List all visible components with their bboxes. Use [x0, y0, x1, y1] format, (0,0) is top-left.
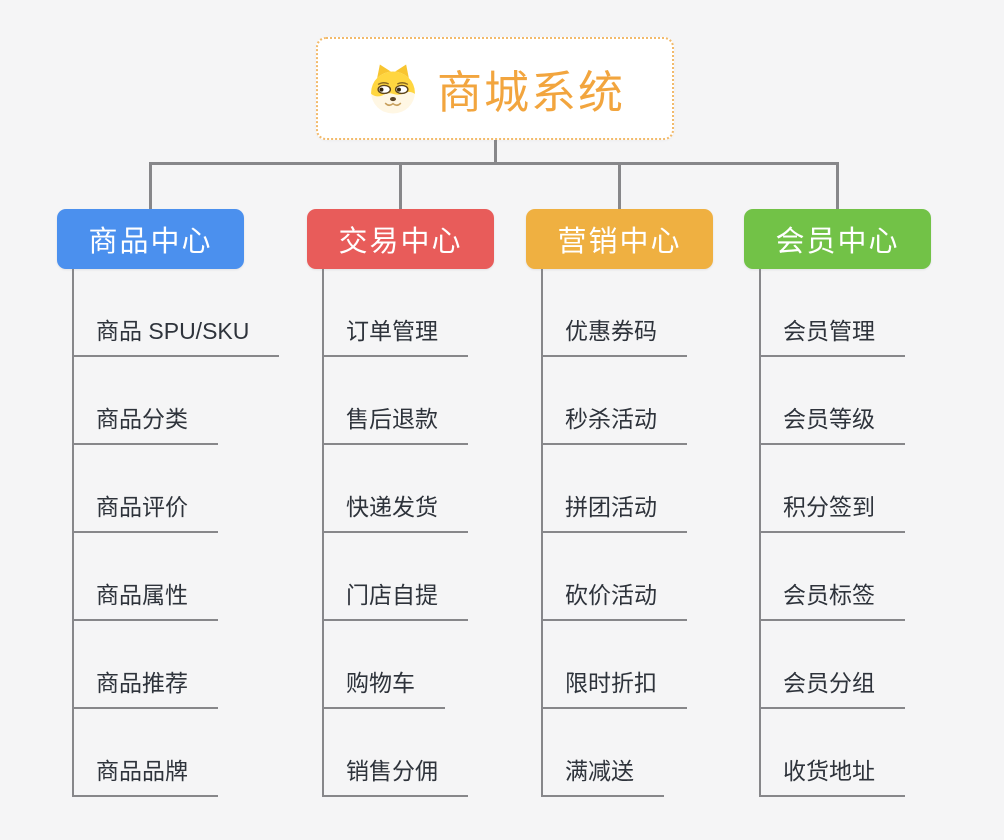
subtopic-label[interactable]: 满减送 — [543, 752, 664, 797]
branch-member-center: 会员中心 会员管理 会员等级 积分签到 会员标签 会员分组 收货地址 — [744, 209, 931, 797]
connector-drop-product — [149, 162, 152, 210]
root-topic-title: 商城系统 — [436, 67, 625, 118]
branch-topic-member-center[interactable]: 会员中心 — [744, 209, 931, 269]
list-item: 订单管理 — [324, 269, 494, 357]
connector-drop-member — [836, 162, 839, 210]
list-item: 门店自提 — [324, 533, 494, 621]
branch-label: 营销中心 — [557, 226, 682, 258]
branch-product-center: 商品中心 商品 SPU/SKU 商品分类 商品评价 商品属性 商品推荐 商品品牌 — [57, 209, 280, 797]
list-item: 秒杀活动 — [543, 357, 713, 445]
subtopic-label[interactable]: 秒杀活动 — [543, 400, 687, 445]
subtopic-label[interactable]: 订单管理 — [324, 312, 468, 357]
branch-label: 会员中心 — [775, 226, 900, 258]
connector-rail — [149, 162, 839, 165]
list-item: 会员标签 — [761, 533, 931, 621]
branch-item-list: 商品 SPU/SKU 商品分类 商品评价 商品属性 商品推荐 商品品牌 — [72, 269, 280, 797]
list-item: 商品属性 — [74, 533, 244, 621]
subtopic-label[interactable]: 商品评价 — [74, 488, 218, 533]
list-item: 会员分组 — [761, 621, 931, 709]
list-item: 商品评价 — [74, 445, 244, 533]
subtopic-label[interactable]: 砍价活动 — [543, 576, 687, 621]
branch-marketing-center: 营销中心 优惠券码 秒杀活动 拼团活动 砍价活动 限时折扣 满减送 — [526, 209, 713, 797]
subtopic-label[interactable]: 会员分组 — [761, 664, 905, 709]
root-topic[interactable]: 商城系统 — [316, 37, 674, 140]
list-item: 收货地址 — [761, 709, 931, 797]
subtopic-label[interactable]: 快递发货 — [324, 488, 468, 533]
list-item: 满减送 — [543, 709, 713, 797]
list-item: 商品分类 — [74, 357, 244, 445]
subtopic-label[interactable]: 商品推荐 — [74, 664, 218, 709]
subtopic-label[interactable]: 商品分类 — [74, 400, 218, 445]
subtopic-label[interactable]: 门店自提 — [324, 576, 468, 621]
subtopic-label[interactable]: 商品 SPU/SKU — [74, 312, 280, 357]
list-item: 商品 SPU/SKU — [74, 269, 280, 357]
branch-item-list: 订单管理 售后退款 快递发货 门店自提 购物车 销售分佣 — [322, 269, 494, 797]
subtopic-label[interactable]: 拼团活动 — [543, 488, 687, 533]
branch-label: 交易中心 — [338, 226, 463, 258]
list-item: 积分签到 — [761, 445, 931, 533]
branch-item-list: 优惠券码 秒杀活动 拼团活动 砍价活动 限时折扣 满减送 — [541, 269, 713, 797]
list-item: 砍价活动 — [543, 533, 713, 621]
connector-drop-trade — [399, 162, 402, 210]
connector-root-stem — [494, 140, 497, 165]
subtopic-label[interactable]: 会员标签 — [761, 576, 905, 621]
subtopic-label[interactable]: 购物车 — [324, 664, 445, 709]
list-item: 限时折扣 — [543, 621, 713, 709]
connector-drop-marketing — [618, 162, 621, 210]
list-item: 购物车 — [324, 621, 494, 709]
list-item: 售后退款 — [324, 357, 494, 445]
subtopic-label[interactable]: 会员等级 — [761, 400, 905, 445]
branch-label: 商品中心 — [88, 226, 213, 258]
subtopic-label[interactable]: 优惠券码 — [543, 312, 687, 357]
dog-face-icon — [371, 64, 415, 113]
subtopic-label[interactable]: 销售分佣 — [324, 752, 468, 797]
subtopic-label[interactable]: 商品品牌 — [74, 752, 218, 797]
branch-topic-trade-center[interactable]: 交易中心 — [307, 209, 494, 269]
list-item: 会员等级 — [761, 357, 931, 445]
list-item: 销售分佣 — [324, 709, 494, 797]
subtopic-label[interactable]: 售后退款 — [324, 400, 468, 445]
list-item: 会员管理 — [761, 269, 931, 357]
list-item: 商品品牌 — [74, 709, 244, 797]
list-item: 快递发货 — [324, 445, 494, 533]
subtopic-label[interactable]: 会员管理 — [761, 312, 905, 357]
branch-topic-marketing-center[interactable]: 营销中心 — [526, 209, 713, 269]
subtopic-label[interactable]: 限时折扣 — [543, 664, 687, 709]
branch-item-list: 会员管理 会员等级 积分签到 会员标签 会员分组 收货地址 — [759, 269, 931, 797]
subtopic-label[interactable]: 收货地址 — [761, 752, 905, 797]
branch-topic-product-center[interactable]: 商品中心 — [57, 209, 244, 269]
list-item: 拼团活动 — [543, 445, 713, 533]
list-item: 优惠券码 — [543, 269, 713, 357]
branch-trade-center: 交易中心 订单管理 售后退款 快递发货 门店自提 购物车 销售分佣 — [307, 209, 494, 797]
list-item: 商品推荐 — [74, 621, 244, 709]
subtopic-label[interactable]: 商品属性 — [74, 576, 218, 621]
subtopic-label[interactable]: 积分签到 — [761, 488, 905, 533]
